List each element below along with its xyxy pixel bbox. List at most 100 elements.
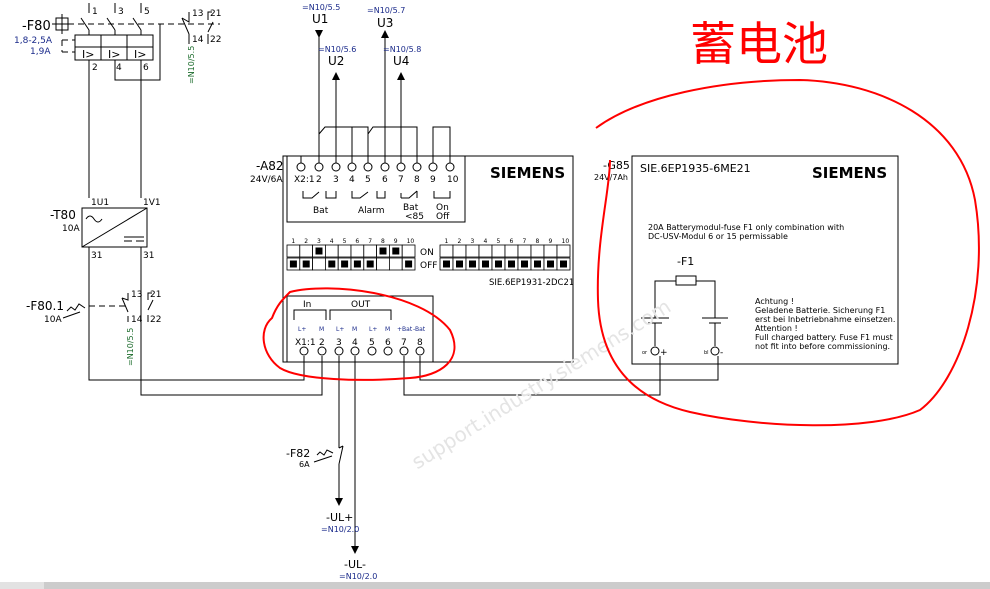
arrow-up-icon: [397, 72, 405, 80]
term-label: or: [642, 350, 648, 356]
dip-switch-6[interactable]: [508, 260, 515, 268]
fuse-f1-label: -F1: [677, 255, 694, 268]
f80-1-breaker: -F80.1 10A 13 14 21 22 =N10/5.5: [26, 290, 161, 366]
f80-ref: =N10/5.5: [187, 46, 196, 84]
dip-switch-4[interactable]: [328, 260, 336, 268]
terminal: [334, 346, 344, 356]
dip-switch-6[interactable]: [353, 260, 361, 268]
f82-tag: -F82: [286, 447, 310, 460]
dip-switch-8[interactable]: [379, 247, 387, 255]
dip-switch-7[interactable]: [366, 260, 374, 268]
trip-label: I>: [108, 48, 120, 61]
thermal-trip-icon: [66, 303, 86, 312]
g85-note: 20A Batterymodul-fuse F1 only combinatio…: [648, 223, 844, 232]
horizontal-scrollbar[interactable]: [0, 582, 990, 589]
terminal-plus: [650, 346, 660, 356]
warning-line: Geladene Batterie. Sicherung F1: [755, 306, 885, 315]
ul-plus-label: -UL+: [326, 511, 353, 524]
group-label: Alarm: [358, 206, 384, 216]
term-label: 22: [150, 315, 161, 325]
dip-switch-10[interactable]: [560, 260, 567, 268]
dip-switch-9[interactable]: [392, 247, 400, 255]
term-label: bl: [704, 350, 709, 356]
dip-number: 9: [549, 238, 553, 245]
pin-label: L+: [298, 326, 306, 333]
warning-line: erst bei Inbetriebnahme einsetzen.: [755, 315, 895, 324]
dip-number: 7: [523, 238, 527, 245]
pin-label: L+: [336, 326, 344, 333]
terminal-label: 7: [398, 175, 404, 185]
a82-part-number: SIE.6EP1931-2DC21: [489, 278, 574, 288]
arrow-up-icon: [332, 72, 340, 80]
warning-text: Achtung !Geladene Batterie. Sicherung F1…: [755, 297, 895, 351]
dip-number: 10: [562, 238, 570, 245]
dip-switch-8[interactable]: [534, 260, 541, 268]
dip-number: 8: [381, 238, 385, 245]
fuse-icon: [675, 275, 697, 286]
warning-line: not fit into before commissioning.: [755, 342, 890, 351]
g85-rating: 24V/7Ah: [594, 173, 628, 182]
dip-switch-1[interactable]: [443, 260, 450, 268]
dip-number: 10: [407, 238, 415, 245]
terminal-label: X2:1: [294, 175, 315, 185]
battery-annotation: 蓄电池: [690, 17, 828, 71]
output-wiring: -F82 6A -UL+ =N10/2.0 -UL- =N10/2.0: [286, 356, 719, 581]
terminal-label: 7: [401, 338, 407, 348]
ul-plus-ref: =N10/2.0: [321, 525, 359, 534]
f80-range: 1,8-2,5A: [14, 36, 53, 46]
terminal: [428, 162, 438, 172]
dip-switch-3[interactable]: [315, 247, 323, 255]
dip-switch-7[interactable]: [521, 260, 528, 268]
signal-ref: =N10/5.5: [302, 3, 340, 12]
terminal: [350, 346, 360, 356]
arrow-down-icon: [351, 546, 359, 554]
signal-name: U3: [377, 16, 393, 30]
g85-tag: -G85: [603, 159, 630, 172]
terminal-label: X1:1: [295, 338, 316, 348]
group-label: Bat: [403, 203, 419, 213]
dip-switch-2[interactable]: [302, 260, 310, 268]
term-label: 14: [131, 315, 143, 325]
term-label: 14: [192, 35, 204, 45]
warning-line: Attention !: [755, 324, 798, 333]
dip-switch-3[interactable]: [469, 260, 476, 268]
arrow-down-icon: [335, 498, 343, 506]
signal-ref: =N10/5.7: [367, 6, 405, 15]
terminal: [445, 162, 455, 172]
terminal-label: 10: [447, 175, 459, 185]
dip-switch-5[interactable]: [495, 260, 502, 268]
terminal-label: 4: [349, 175, 355, 185]
dip-switch-10[interactable]: [405, 260, 413, 268]
terminal-label: 8: [414, 175, 420, 185]
terminal: [383, 346, 393, 356]
pin-label: L+: [369, 326, 377, 333]
scrollbar-status: [0, 582, 44, 589]
dip-switch-9[interactable]: [547, 260, 554, 268]
dip-switch-4[interactable]: [482, 260, 489, 268]
dip-number: 5: [497, 238, 501, 245]
dip-switch-5[interactable]: [341, 260, 349, 268]
terminal: [399, 346, 409, 356]
terminal-minus: [710, 346, 720, 356]
term-label: +: [660, 348, 668, 358]
arrow-up-icon: [381, 30, 389, 38]
dip-switch-1[interactable]: [289, 260, 297, 268]
dip-number: 5: [343, 238, 347, 245]
siemens-logo: SIEMENS: [490, 164, 565, 182]
siemens-logo: SIEMENS: [812, 164, 887, 182]
signal-ref: =N10/5.6: [318, 45, 356, 54]
a82-rating: 24V/6A: [250, 175, 283, 185]
pin-label: M: [319, 326, 324, 333]
dip-on-label: ON: [420, 248, 434, 258]
terminal: [296, 162, 306, 172]
ac-icon: [85, 215, 103, 223]
a82-tag: -A82: [256, 159, 284, 173]
dip-off-label: OFF: [420, 261, 437, 271]
dip-number: 9: [394, 238, 398, 245]
dip-switch-2[interactable]: [456, 260, 463, 268]
f80-1-tag: -F80.1: [26, 299, 64, 313]
